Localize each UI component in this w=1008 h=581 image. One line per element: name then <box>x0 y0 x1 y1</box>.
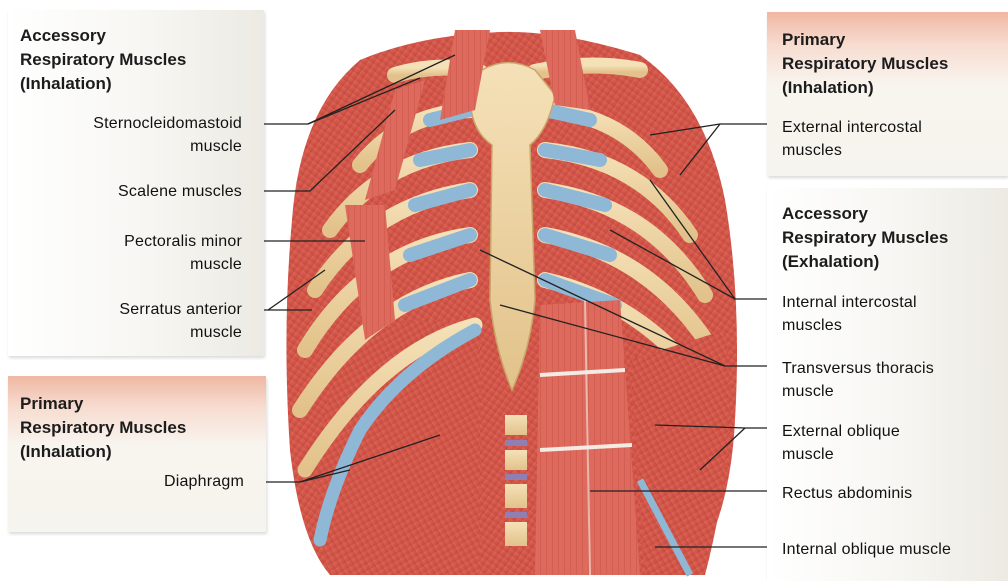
right-bottom-heading: Accessory Respiratory Muscles (Exhalatio… <box>782 202 948 274</box>
external-oblique-shape <box>630 330 730 575</box>
label-diaphragm: Diaphragm <box>20 470 244 493</box>
label-sternocleidomastoid: Sternocleidomastoid muscle <box>20 112 242 158</box>
label-internal-intercostal: Internal intercostal muscles <box>782 291 917 337</box>
label-internal-oblique: Internal oblique muscle <box>782 538 951 561</box>
left-top-heading: Accessory Respiratory Muscles (Inhalatio… <box>20 24 186 96</box>
label-serratus-anterior: Serratus anterior muscle <box>20 298 242 344</box>
label-transversus-thoracis: Transversus thoracis muscle <box>782 357 934 403</box>
label-external-oblique: External oblique muscle <box>782 420 900 466</box>
label-scalene: Scalene muscles <box>20 180 242 203</box>
label-pectoralis-minor: Pectoralis minor muscle <box>20 230 242 276</box>
right-top-heading: Primary Respiratory Muscles (Inhalation) <box>782 28 948 100</box>
label-rectus-abdominis: Rectus abdominis <box>782 482 912 505</box>
label-external-intercostal: External intercostal muscles <box>782 116 922 162</box>
left-bottom-heading: Primary Respiratory Muscles (Inhalation) <box>20 392 186 464</box>
